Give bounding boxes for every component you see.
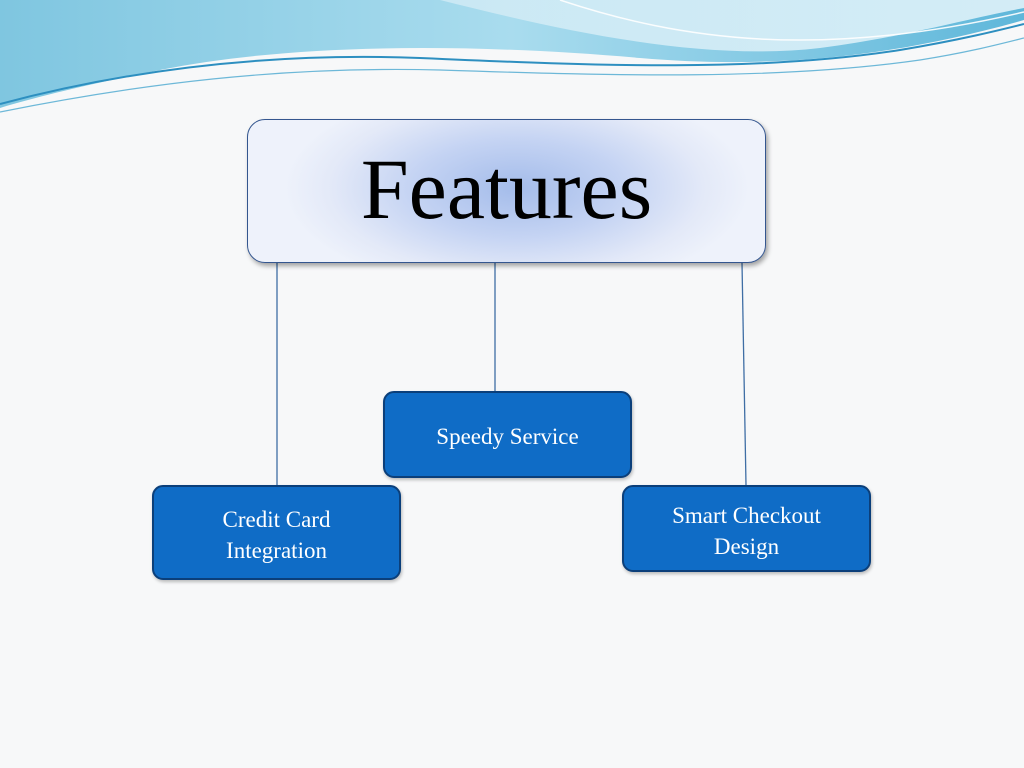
title-box: Features	[247, 119, 766, 263]
node-label: Speedy Service	[436, 424, 579, 449]
page-title: Features	[360, 141, 653, 237]
node-label: Smart Checkout Design	[672, 503, 821, 559]
node-speedy-service: Speedy Service	[383, 391, 632, 478]
connector-smart	[741, 262, 747, 486]
node-label: Credit Card Integration	[222, 507, 331, 563]
wave-header-decoration	[0, 0, 1024, 113]
node-smart-checkout-design: Smart Checkout Design	[622, 485, 871, 572]
node-credit-card-integration: Credit Card Integration	[152, 485, 401, 580]
